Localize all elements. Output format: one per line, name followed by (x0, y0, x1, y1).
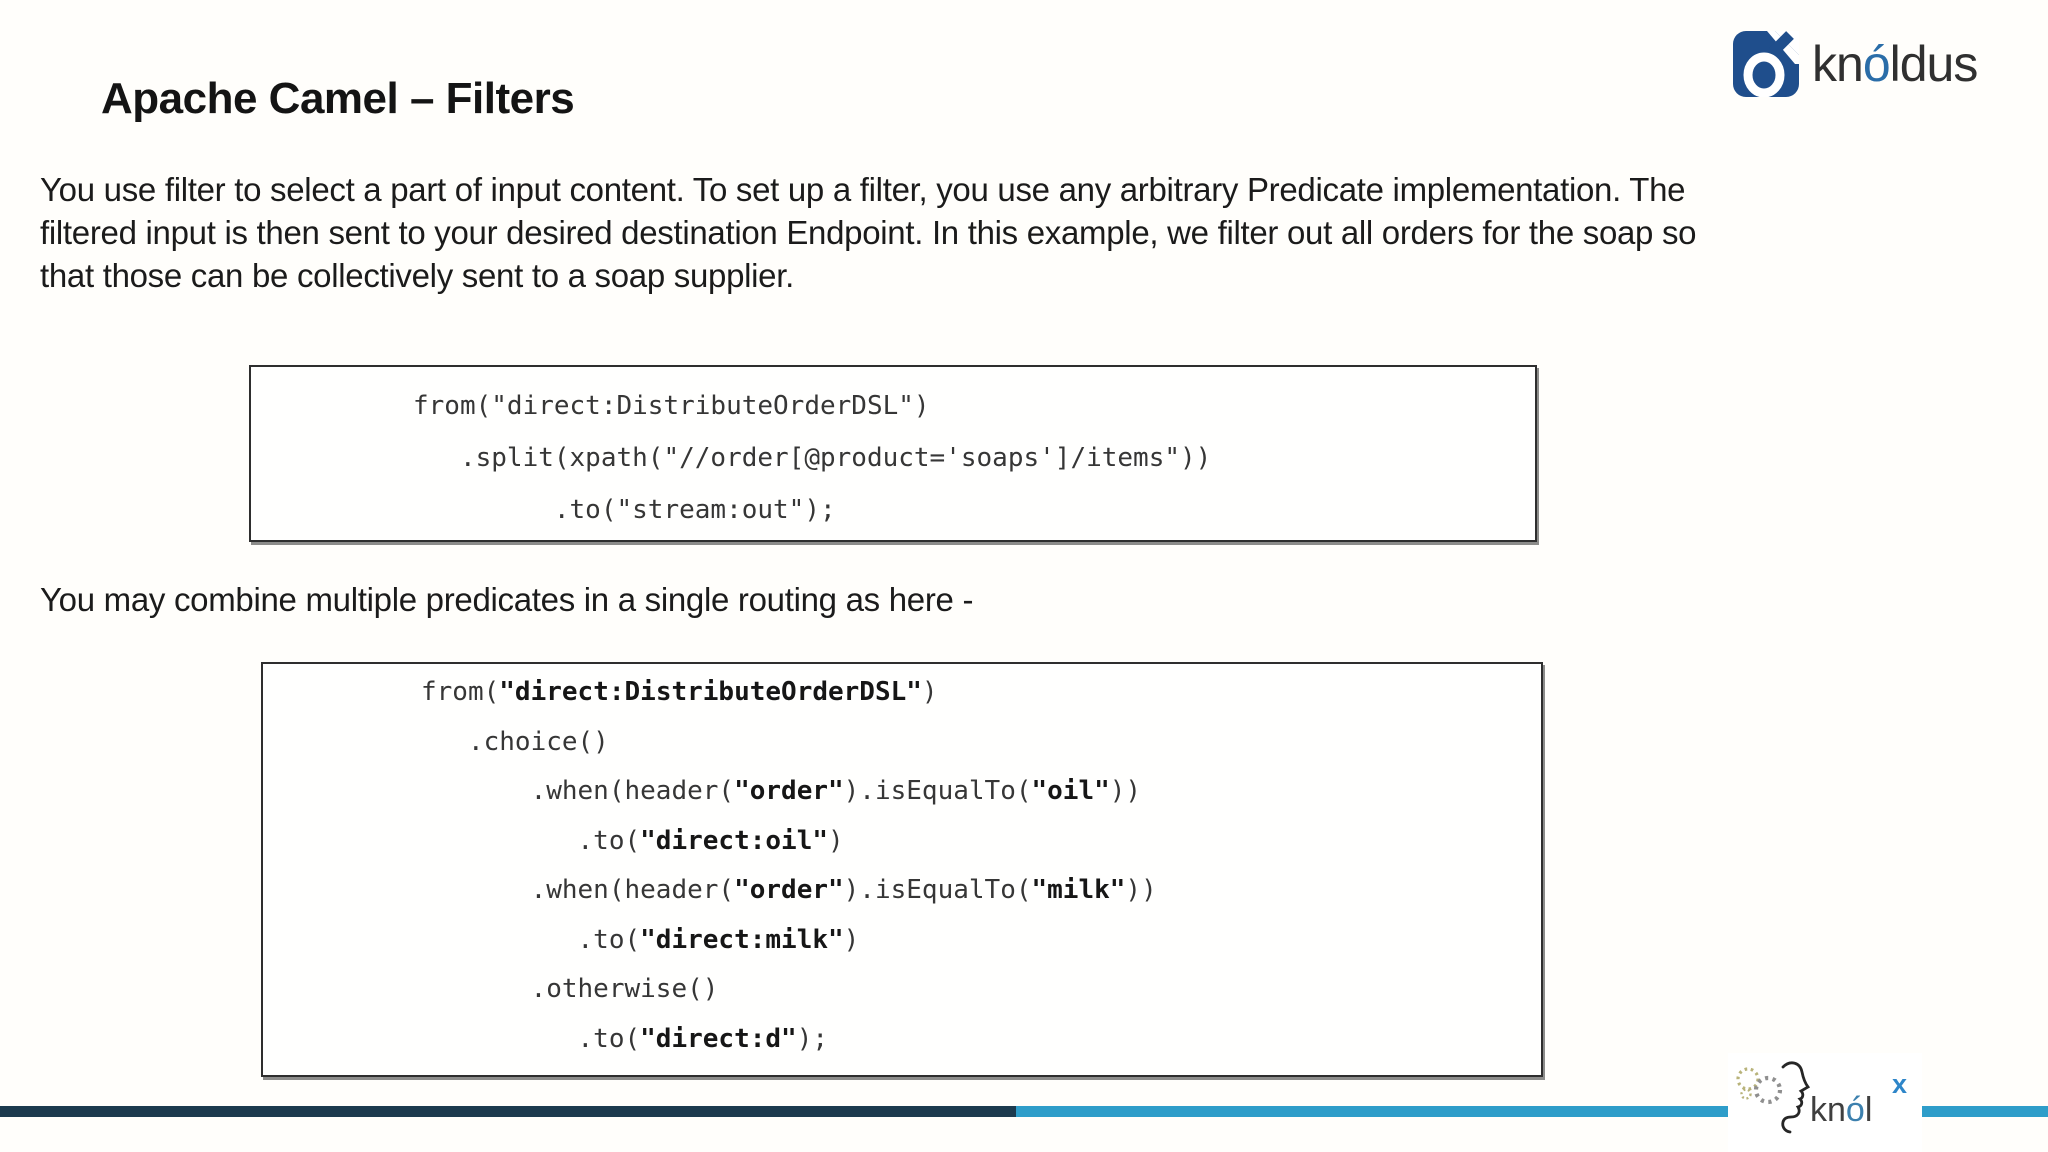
footer-bar-dark (0, 1106, 1016, 1117)
code-line: .split(xpath("//order[@product='soaps']/… (413, 443, 1212, 473)
knoldus-logo-text: knóldus (1812, 31, 1979, 97)
code-line: from("direct:DistributeOrderDSL") (421, 677, 938, 707)
code-line: .to("direct:oil") (421, 825, 844, 856)
code-line: .otherwise() (421, 974, 719, 1004)
code-line: .to("direct:d"); (421, 1023, 829, 1054)
intro-paragraph: You use filter to select a part of input… (40, 168, 1697, 297)
footer-bar-light (1016, 1106, 2048, 1117)
knolx-text-accent: ó (1845, 1091, 1865, 1129)
code-line: from("direct:DistributeOrderDSL") (413, 391, 930, 421)
code-block-2: from("direct:DistributeOrderDSL") .choic… (261, 662, 1543, 1077)
knoldus-logo: knóldus (1733, 31, 1979, 97)
knoldus-text-accent: ó (1862, 36, 1891, 92)
knolx-text-post: l (1864, 1091, 1873, 1129)
knolx-logo: knól x (1728, 1053, 1922, 1152)
code-line: .when(header("order").isEqualTo("milk")) (421, 875, 1157, 905)
code-line: .to("stream:out"); (413, 495, 836, 525)
code-line: .choice() (421, 726, 609, 757)
knoldus-logo-icon (1733, 31, 1799, 97)
knolx-wordmark: knól (1810, 1093, 1872, 1127)
code-line: .to("direct:milk") (421, 924, 860, 955)
paragraph-line: that those can be collectively sent to a… (40, 257, 794, 294)
code-block-1: from("direct:DistributeOrderDSL") .split… (249, 365, 1537, 542)
middle-note: You may combine multiple predicates in a… (40, 581, 974, 618)
knolx-superscript: x (1892, 1069, 1908, 1099)
head-profile-icon (1781, 1061, 1811, 1134)
code-line: .when(header("order").isEqualTo("oil")) (421, 776, 1142, 806)
paragraph-line: filtered input is then sent to your desi… (40, 214, 1697, 251)
knolx-text-pre: kn (1810, 1091, 1846, 1129)
paragraph-line: You use filter to select a part of input… (40, 171, 1686, 208)
page-title: Apache Camel – Filters (101, 74, 575, 123)
knoldus-text-pre: kn (1812, 36, 1864, 92)
gear-dots-icon (1736, 1067, 1783, 1105)
knolx-logo-graphic (1736, 1061, 1811, 1134)
knoldus-text-post: ldus (1889, 36, 1979, 92)
